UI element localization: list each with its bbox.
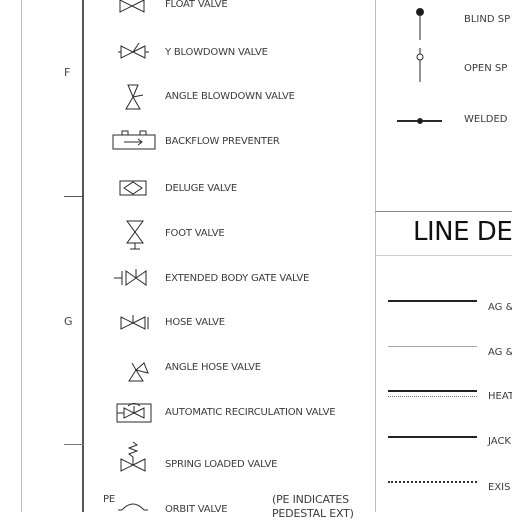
line-label-1: AG & xyxy=(488,302,512,313)
extended-body-gate-valve-icon xyxy=(114,269,147,286)
spring-loaded-valve-icon xyxy=(120,441,146,472)
orbit-valve-pe-tag: PE xyxy=(103,494,115,505)
line-style-heat-traced-dots xyxy=(388,396,477,397)
line-section-top-border xyxy=(375,211,512,212)
right-label-blind: BLIND SP xyxy=(464,14,511,25)
right-label-welded: WELDED xyxy=(464,114,508,125)
blind-spectacle-icon xyxy=(416,8,424,40)
line-style-existing-dotted xyxy=(388,481,477,483)
orbit-valve-icon xyxy=(118,503,148,511)
angle-blowdown-valve-icon xyxy=(125,84,144,110)
row-tick-f-g xyxy=(64,196,84,197)
welded-joint-icon xyxy=(397,118,442,124)
valve-label-automatic-recirculation: AUTOMATIC RECIRCULATION VALVE xyxy=(165,407,336,418)
valve-label-extended-body-gate: EXTENDED BODY GATE VALVE xyxy=(165,273,310,284)
valve-label-hose: HOSE VALVE xyxy=(165,317,225,328)
line-section-title-underline xyxy=(375,255,512,256)
valve-label-foot: FOOT VALVE xyxy=(165,228,225,239)
valve-label-deluge: DELUGE VALVE xyxy=(165,183,237,194)
line-section-title: LINE DES xyxy=(413,217,512,247)
automatic-recirculation-valve-icon xyxy=(116,403,152,423)
line-style-heat-traced xyxy=(388,390,477,392)
deluge-valve-icon xyxy=(119,180,147,196)
valve-label-orbit: ORBIT VALVE xyxy=(165,504,228,515)
line-style-jacketed xyxy=(388,436,477,438)
row-tick-g-h xyxy=(64,444,84,445)
row-label-f: F xyxy=(64,66,71,79)
line-label-4: JACK xyxy=(488,436,511,447)
valve-label-angle-blowdown: ANGLE BLOWDOWN VALVE xyxy=(165,91,295,102)
line-style-solid-thin xyxy=(388,346,477,347)
left-border-line xyxy=(21,0,22,512)
float-valve-icon xyxy=(119,0,145,13)
line-style-solid-heavy xyxy=(388,300,477,302)
foot-valve-icon xyxy=(126,220,144,250)
valve-label-y-blowdown: Y BLOWDOWN VALVE xyxy=(165,47,268,58)
open-spectacle-icon xyxy=(416,48,424,82)
orbit-note-line-2: PEDESTAL EXT) xyxy=(272,507,354,520)
line-label-5: EXIS xyxy=(488,482,511,493)
line-label-3: HEAT xyxy=(488,391,512,402)
hose-valve-icon xyxy=(120,315,149,330)
y-blowdown-valve-icon xyxy=(118,42,149,59)
row-label-g: G xyxy=(64,315,73,328)
line-label-2: AG & xyxy=(488,347,512,358)
valve-label-angle-hose: ANGLE HOSE VALVE xyxy=(165,362,261,373)
backflow-preventer-icon xyxy=(112,130,156,150)
orbit-note-line-1: (PE INDICATES xyxy=(272,493,349,506)
valve-label-spring-loaded: SPRING LOADED VALVE xyxy=(165,459,278,470)
valve-label-backflow-preventer: BACKFLOW PREVENTER xyxy=(165,136,280,147)
valve-label-float: FLOAT VALVE xyxy=(165,0,228,10)
angle-hose-valve-icon xyxy=(128,362,149,382)
grid-divider-line xyxy=(82,0,84,512)
right-label-open: OPEN SP xyxy=(464,63,508,74)
panel-divider-line xyxy=(375,0,376,512)
